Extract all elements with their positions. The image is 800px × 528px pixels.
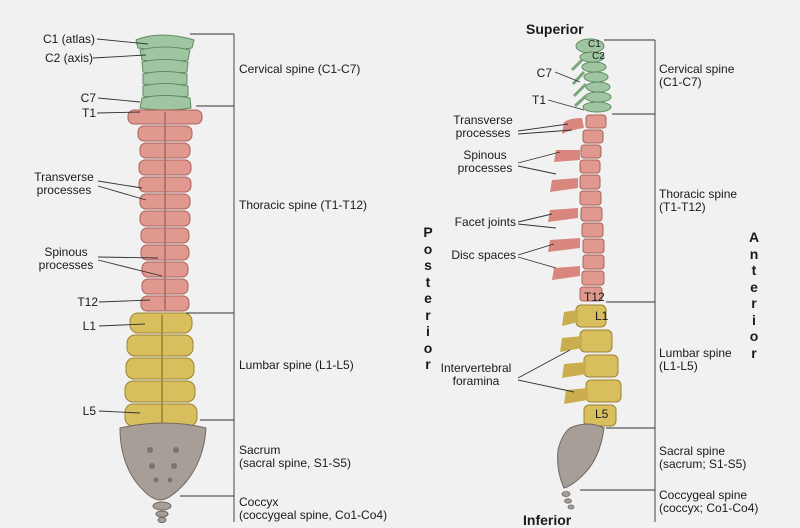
label-c1-atlas: C1 (atlas) (42, 32, 95, 46)
region-lumbar-right: Lumbar spine (L1-L5) (659, 346, 732, 373)
posterior-view-spine (119, 34, 207, 523)
cervical-vertebrae-posterior (135, 34, 195, 111)
thoracic-vertebrae-posterior (127, 109, 203, 312)
label-t1-left: T1 (81, 106, 96, 120)
label-c2-axis: C2 (axis) (44, 51, 93, 65)
sacrum-lateral (557, 423, 605, 510)
region-sacral-right: Sacral spine (sacrum; S1-S5) (659, 444, 747, 471)
inline-c2: C2 (592, 51, 605, 62)
inline-t12: T12 (584, 290, 605, 304)
region-coccygeal-right: Coccygeal spine (coccyx; Co1-Co4) (659, 488, 759, 515)
label-c7-right: C7 (536, 66, 552, 80)
region-lumbar-left: Lumbar spine (L1-L5) (239, 358, 354, 372)
label-transverse-processes-right: Transverse processes (453, 113, 513, 140)
label-intervertebral-foramina: Intervertebral foramina (440, 361, 512, 388)
label-disc-spaces: Disc spaces (451, 248, 516, 262)
label-t12-left: T12 (77, 295, 98, 309)
lumbar-vertebrae-lateral (560, 304, 622, 427)
region-thoracic-left: Thoracic spine (T1-T12) (239, 198, 368, 212)
label-spinous-processes-left: Spinous processes (38, 245, 94, 272)
cervical-vertebrae-lateral (570, 38, 612, 113)
lateral-view-spine (548, 38, 622, 510)
thoracic-vertebrae-lateral (548, 114, 607, 302)
orientation-superior: Superior (526, 21, 584, 37)
label-facet-joints: Facet joints (454, 215, 516, 229)
region-cervical-left: Cervical spine (C1-C7) (239, 62, 361, 76)
label-t1-right: T1 (531, 93, 546, 107)
orientation-inferior: Inferior (523, 512, 572, 528)
label-c7-left: C7 (80, 91, 96, 105)
inline-c1: C1 (588, 39, 601, 50)
lumbar-vertebrae-posterior (124, 312, 198, 427)
sacrum-posterior (119, 422, 207, 523)
label-l1-left: L1 (82, 319, 96, 333)
region-coccyx-left: Coccyx (coccygeal spine, Co1-Co4) (239, 495, 388, 522)
right-leader-lines (517, 39, 656, 522)
label-spinous-processes-right: Spinous processes (457, 148, 513, 175)
left-leader-lines (92, 33, 235, 522)
inline-l5: L5 (595, 407, 609, 421)
label-l5-left: L5 (82, 404, 96, 418)
label-transverse-processes-left: Transverse processes (34, 170, 94, 197)
region-sacrum-left: Sacrum (sacral spine, S1-S5) (239, 443, 352, 470)
region-thoracic-right: Thoracic spine (T1-T12) (659, 187, 738, 214)
region-cervical-right: Cervical spine (C1-C7) (659, 62, 735, 89)
inline-l1: L1 (595, 309, 609, 323)
